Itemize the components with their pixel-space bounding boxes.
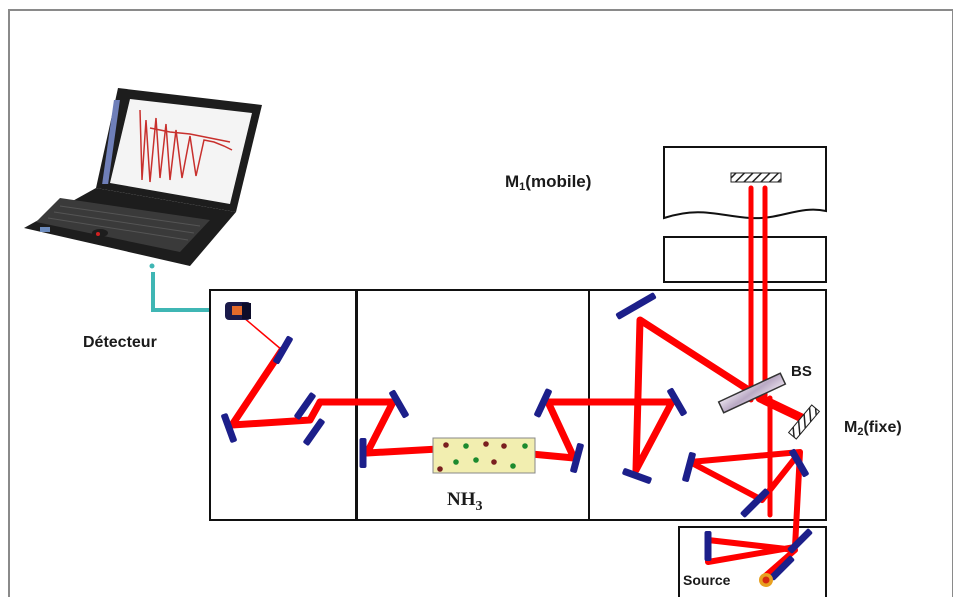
- m1-housing: [663, 146, 827, 220]
- molecules: [437, 441, 528, 472]
- detector-cable: [151, 272, 225, 312]
- mirror: [789, 448, 809, 478]
- laptop-icon: [24, 88, 262, 269]
- mirror: [667, 387, 687, 417]
- beamsplitter-label: BS: [791, 363, 812, 380]
- mirror: [389, 389, 409, 419]
- mirror: [769, 555, 795, 581]
- mirror: [221, 413, 237, 443]
- mirror: [682, 452, 696, 482]
- sample-cell: [432, 437, 536, 474]
- m2-label: M2(fixe): [844, 419, 902, 438]
- source-lamp-icon: [759, 573, 773, 587]
- mirror: [622, 468, 652, 484]
- m1-track: [663, 236, 827, 283]
- mirror: [787, 528, 813, 554]
- mirror: [534, 388, 552, 418]
- detector-icon: [225, 302, 251, 320]
- m2-mirror: [787, 404, 821, 440]
- mirror: [303, 418, 325, 446]
- mirror: [570, 443, 584, 473]
- outer-frame: [8, 9, 953, 602]
- detector-label: Détecteur: [83, 334, 157, 351]
- mirrors: [221, 292, 813, 581]
- mirror: [704, 531, 712, 561]
- mirror: [615, 292, 657, 320]
- m1-mirror: [730, 172, 782, 183]
- mirror: [740, 488, 770, 518]
- mirror: [273, 335, 293, 365]
- beamsplitter: [717, 372, 787, 414]
- source-label: Source: [683, 572, 731, 588]
- mirror: [359, 438, 367, 468]
- mirror: [294, 392, 316, 420]
- screen-spectrum: [139, 109, 233, 183]
- sample-label: NH3: [447, 489, 483, 514]
- m1-label: M1(mobile): [505, 172, 592, 193]
